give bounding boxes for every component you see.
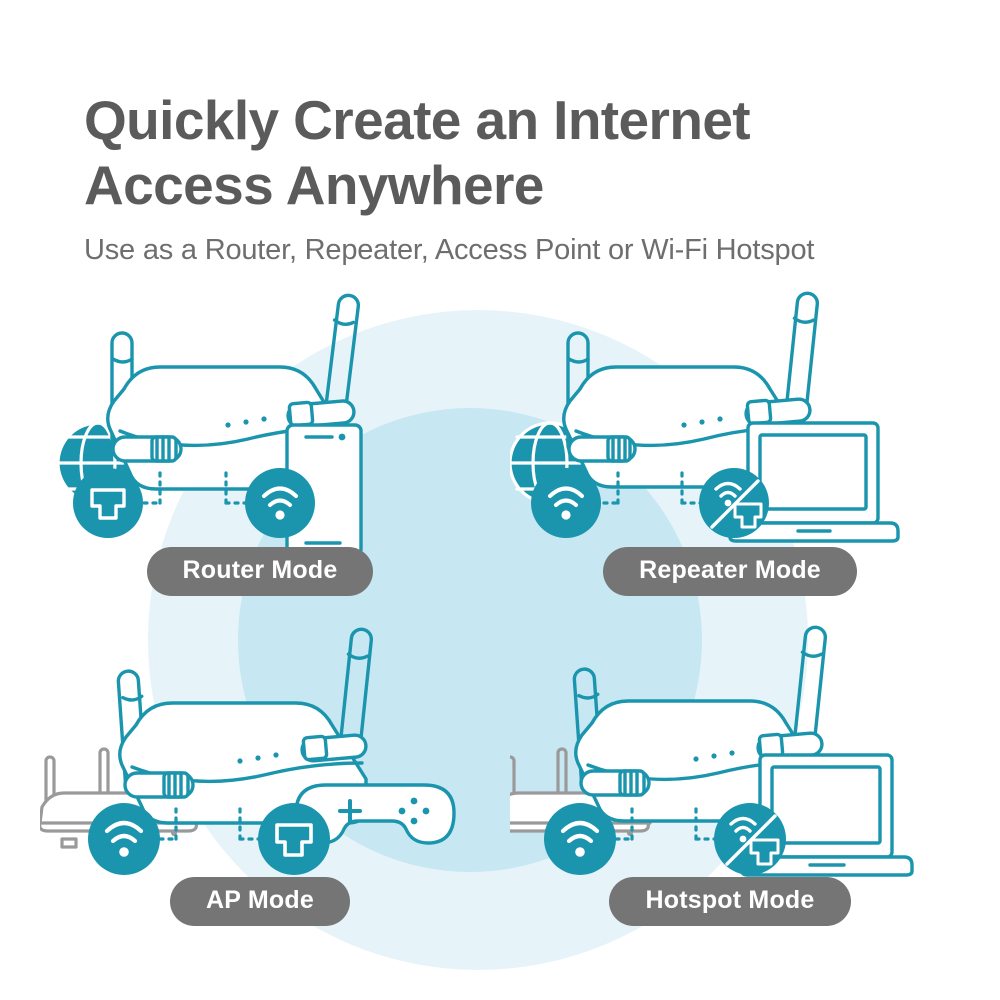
badge-wifi	[531, 468, 601, 538]
badge-wifi	[245, 468, 315, 538]
page-subtitle: Use as a Router, Repeater, Access Point …	[84, 233, 815, 266]
mode-panel-grid: Router Mode	[0, 285, 1000, 975]
mode-label-repeater: Repeater Mode	[603, 547, 857, 596]
badge-wifi-lan	[714, 803, 786, 875]
page-title: Quickly Create an Internet Access Anywhe…	[84, 89, 751, 216]
antenna-connectors	[123, 733, 368, 799]
repeater-mode-diagram	[510, 291, 900, 543]
mode-label-router: Router Mode	[146, 547, 374, 596]
mode-panel-ap: AP Mode	[40, 615, 480, 955]
laptop-icon	[728, 421, 900, 543]
repeater-mode-label-wrap: Repeater Mode	[510, 547, 950, 596]
badge-wifi-lan	[699, 468, 769, 538]
ap-mode-label-wrap: AP Mode	[40, 877, 480, 926]
mode-panel-hotspot: Hotspot Mode	[510, 615, 950, 955]
laptop-icon	[740, 753, 914, 877]
mode-panel-router: Router Mode	[40, 285, 480, 625]
mode-panel-repeater: Repeater Mode	[510, 285, 950, 625]
hotspot-mode-label-wrap: Hotspot Mode	[510, 877, 950, 926]
mode-label-hotspot: Hotspot Mode	[609, 877, 851, 926]
antenna-connectors	[567, 397, 812, 463]
router-mode-diagram	[56, 293, 363, 555]
ap-mode-diagram	[40, 627, 456, 875]
header: Quickly Create an Internet Access Anywhe…	[0, 0, 1000, 267]
badge-wifi	[544, 803, 616, 875]
antenna-connectors	[579, 731, 824, 797]
badge-lan-port	[73, 468, 143, 538]
hotspot-mode-diagram	[510, 625, 914, 877]
badge-lan-port	[258, 803, 330, 875]
badge-wifi	[88, 803, 160, 875]
router-mode-label-wrap: Router Mode	[40, 547, 480, 596]
mode-label-ap: AP Mode	[170, 877, 350, 926]
